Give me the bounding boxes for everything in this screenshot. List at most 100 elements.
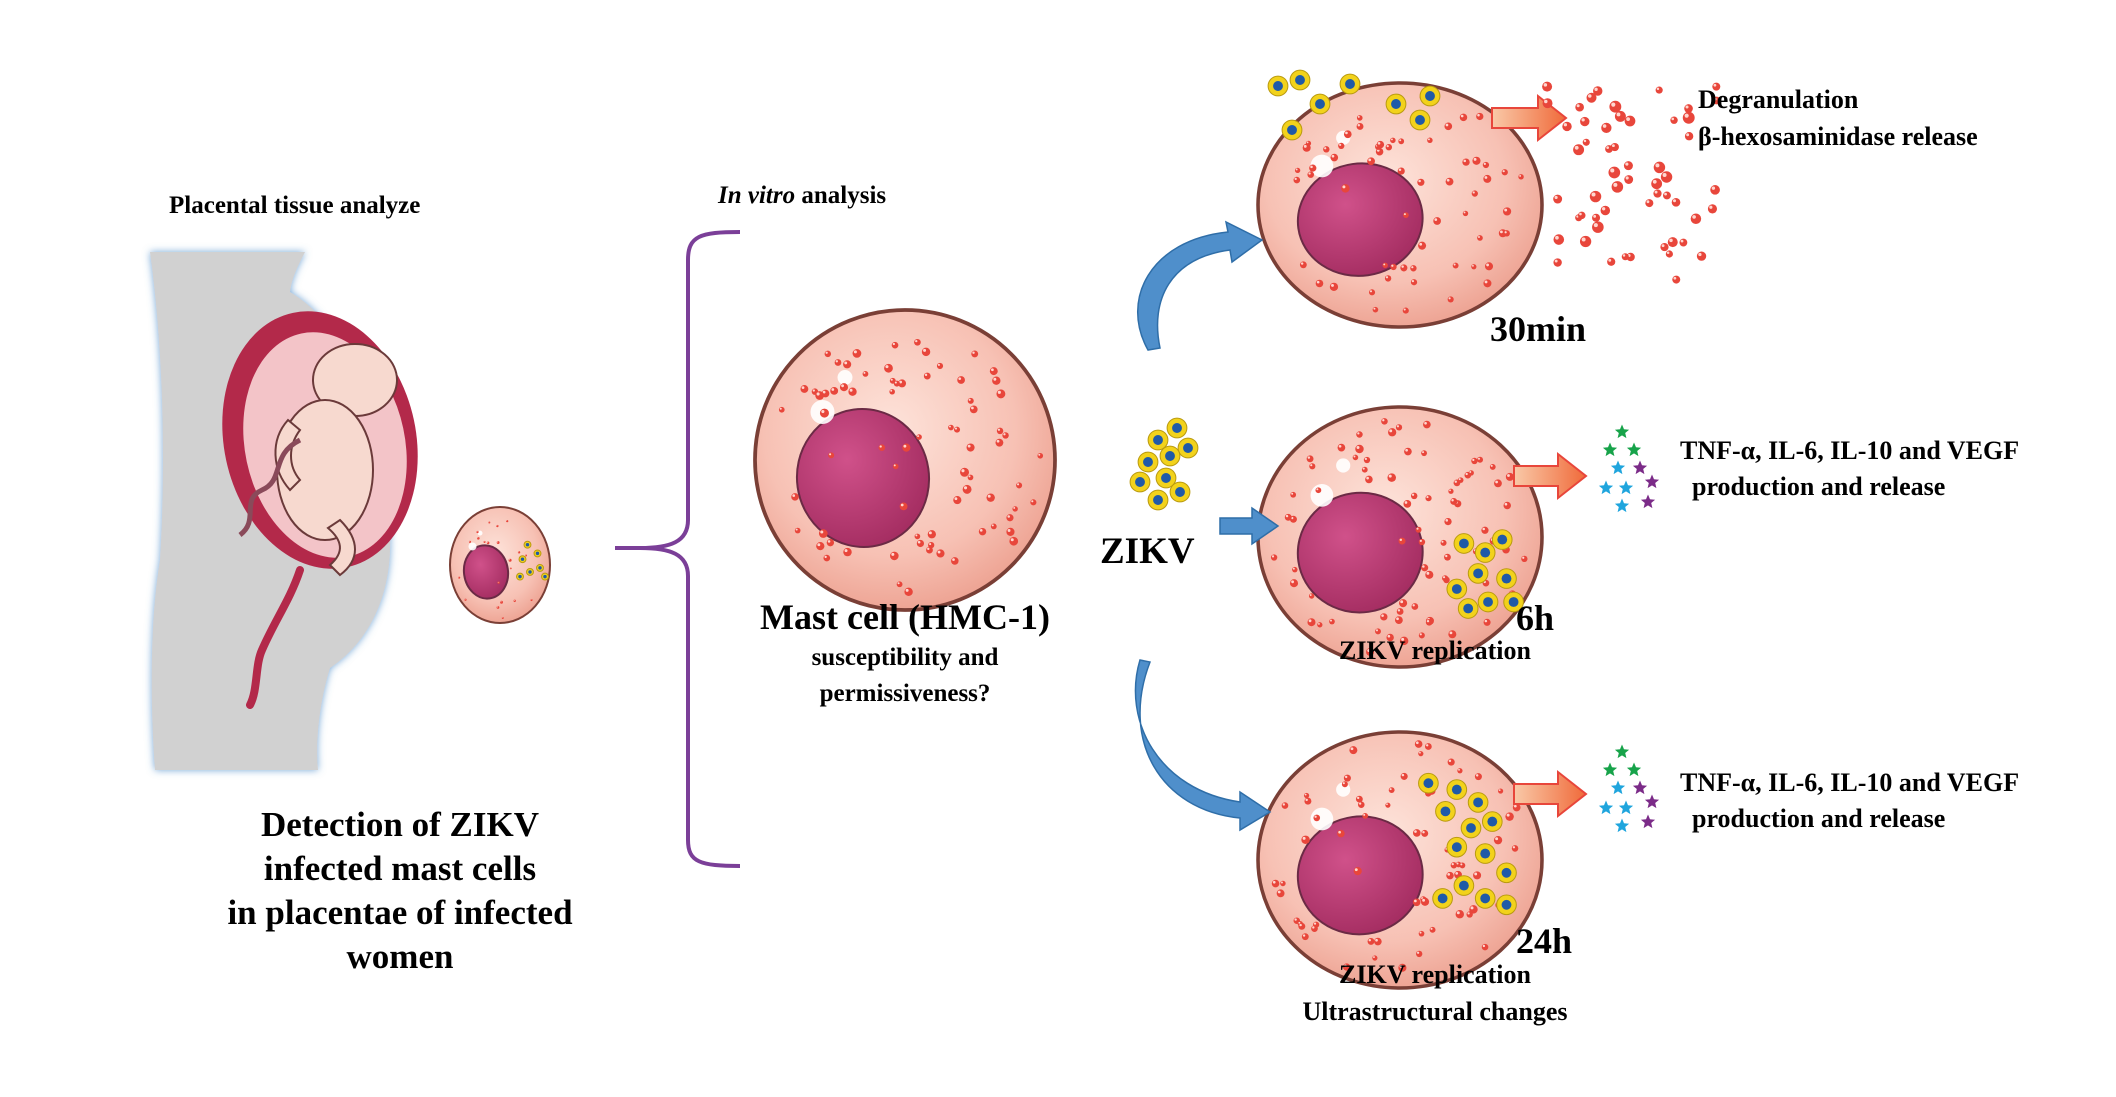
granule [1462,210,1469,217]
granule-highlight [1381,614,1384,617]
granule-highlight [1386,144,1389,148]
zikv-core [1451,784,1462,795]
granule [928,542,935,549]
granule-highlight [1324,147,1327,150]
granule-highlight [1400,600,1404,604]
granule [1375,628,1381,635]
cytokine-star [1618,480,1634,495]
granule [1601,122,1612,133]
granule [1341,781,1348,788]
granule [1306,455,1314,463]
granule-highlight [1353,455,1356,458]
granule-highlight [821,409,825,414]
granule [1276,889,1285,898]
granule-highlight [991,368,994,372]
zikv-core [1473,568,1484,579]
granule-highlight [1038,453,1041,456]
granule [921,347,931,357]
granule [476,536,480,540]
granule-highlight [1316,280,1320,284]
granule [1611,181,1624,193]
granule [1696,251,1707,261]
granule [834,359,842,366]
release-arrow-6h [1513,451,1588,501]
granule-highlight [849,388,853,392]
zikv-core [1423,778,1434,789]
zikv-core [518,574,522,579]
cytokine-star [1618,800,1634,815]
granule [1472,156,1481,165]
granule [1542,98,1553,109]
granule [978,527,987,536]
granule-highlight [1477,457,1481,460]
granule-highlight [497,606,498,608]
granule [1355,444,1364,454]
cytokine-star [1640,494,1656,509]
granule-highlight [1424,421,1427,425]
granule-highlight [1397,609,1401,612]
granule-highlight [1495,837,1499,841]
granule [1398,537,1406,545]
granule-highlight [1477,235,1480,238]
granule-highlight [1375,629,1379,632]
granule-highlight [1404,501,1408,504]
granule [1501,169,1508,176]
zikv-core [538,566,542,570]
cytokine-star [1614,744,1630,759]
zikv-core [1508,597,1519,607]
granule-highlight [1396,617,1399,621]
granule-highlight [954,427,958,430]
granule-highlight [1626,117,1630,122]
granule [1425,495,1432,502]
granule [1651,178,1663,190]
granule [914,338,921,346]
granule [1271,879,1280,888]
granule [1289,579,1299,588]
granule-highlight [1364,457,1367,460]
granule [1352,454,1359,461]
granule-highlight [1388,474,1392,478]
zikv-core [1480,547,1491,558]
granule [483,540,486,544]
granule-highlight [1646,200,1650,204]
nucleus [1296,162,1424,277]
granule [1655,86,1663,94]
granule [1365,475,1373,484]
zikv-particles [1129,417,1199,511]
granule-highlight [1310,464,1313,467]
granule-highlight [1338,444,1342,448]
granule [1670,116,1678,124]
granule-highlight [1387,634,1391,638]
granule-highlight [1661,244,1665,248]
granule-highlight [1003,433,1006,436]
granule [1459,113,1468,122]
granule [1415,526,1422,533]
granule [1621,253,1629,261]
granule-highlight [853,350,857,354]
granule [1562,121,1572,132]
granule-highlight [1472,264,1474,267]
zikv-particles-30min [1267,69,1441,141]
granule-highlight [996,439,1000,443]
granule [1424,743,1432,750]
granule-highlight [1344,964,1347,968]
granule [1388,787,1395,794]
granule-highlight [1522,556,1525,559]
granule-highlight [1601,207,1606,211]
granule [1417,178,1425,186]
granule [794,527,801,534]
granule-highlight [1504,502,1508,506]
ultrastructural-changes: Ultrastructural changes [1302,997,1568,1026]
granule-highlight [1306,141,1309,144]
granule [816,542,825,551]
granule [1016,482,1023,489]
cytokines-24h-line2: production and release [1692,804,1946,833]
granule [1006,514,1014,522]
granule-highlight [827,540,831,543]
cytokine-star [1614,498,1630,513]
granule [966,443,975,452]
granule-highlight [801,386,805,389]
granule-highlight [1513,804,1517,808]
granule [517,551,521,554]
